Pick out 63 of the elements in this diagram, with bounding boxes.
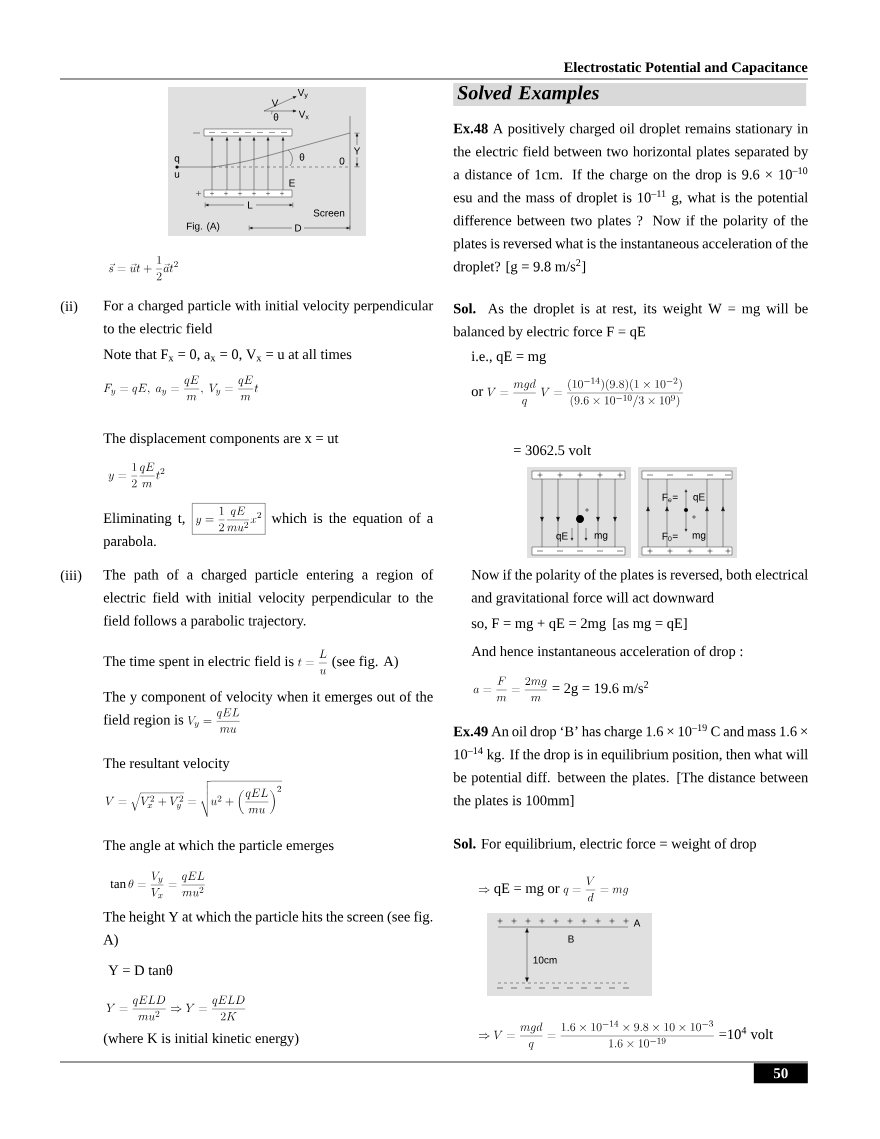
formula: $\tan\theta = \frac{V_{y}}{V_{x}} = \frac{qEL}{mu^{2}}$ xyxy=(110,871,205,899)
text-line: (where K is initial kinetic energy) xyxy=(103,1032,299,1047)
figure-label: q xyxy=(174,156,180,164)
formula: $\vec{s} = \vec{u}t + \frac{1}{2}\vec{a}t^{2}$ xyxy=(108,255,178,281)
figure-label: qE xyxy=(693,493,705,503)
formula-line: $\Rightarrow V = \frac{mgd}{q} = \frac{1.6\times10^{-14}\times9.8\times10\times10^{-3}}{1.6\times10^{-19}}$ =10$^{4}$ volt xyxy=(478,1020,774,1050)
formula: $F_{y} = qE,\ a_{y} = \frac{qE}{m},\ V_{y} = \frac{qE}{m}t$ xyxy=(103,375,259,401)
text-line: The time spent in electric field is $t = \frac{L}{u}$ (see fig. A) xyxy=(103,649,398,675)
figure-label: V xyxy=(271,99,279,107)
figure-label: F$_{0}$= xyxy=(662,532,678,542)
figure-label: qE xyxy=(556,532,568,542)
figure-label: A xyxy=(633,919,641,927)
section-heading: Solved Examples xyxy=(453,83,807,106)
figure-label: mg xyxy=(692,533,706,541)
formula-line: $\Rightarrow$ qE = mg or $q = \frac{V}{d} = mg$ xyxy=(478,876,629,902)
figure-label: B xyxy=(568,935,574,943)
figure-label: V$_{x}$ xyxy=(298,110,309,120)
figure-label: 0 xyxy=(339,157,345,165)
figure-label: L xyxy=(248,201,253,209)
running-header: Electrostatic Potential and Capacitance xyxy=(563,61,808,76)
formula: $y = \frac{1}{2}\frac{qE}{m}t^{2}$ xyxy=(108,462,165,488)
figure-caption: Fig. (A) xyxy=(186,222,220,232)
paragraph: For a charged particle with initial velocity perpendicular to the electric field xyxy=(103,300,434,334)
formula-line: $a = \frac{F}{m} = \frac{2mg}{m}$ = 2g = 19.6 m/s$^{2}$ xyxy=(473,676,649,702)
figure-label: mg xyxy=(594,533,608,541)
page-number: 50 xyxy=(753,1063,808,1084)
formula: = 3062.5 volt xyxy=(513,444,591,456)
figure-label: Y xyxy=(353,147,361,155)
figure-label: u xyxy=(174,172,180,178)
paragraph: Eliminating t, $y = \frac{1}{2}\frac{qE}{mu^{2}}x^{2}$ which is the equation of a parabola. xyxy=(103,503,433,549)
paragraph: The path of a charged particle entering a region of electric field with initial velocity perpendicular to the field follows a parabolic trajectory. xyxy=(103,569,434,629)
text-line: And hence instantaneous acceleration of drop : xyxy=(471,645,743,660)
figure-label: F$_{e}$= xyxy=(662,493,678,503)
paragraph: The y component of velocity when it emerges out of the field region is $V_{y} = \frac{qEL}{mu}$ xyxy=(103,691,433,733)
text-line: The resultant velocity xyxy=(103,757,230,772)
text-line: Note that F$_{x}$ = 0, a$_{x}$ = 0, V$_{x}$ = u at all times xyxy=(103,348,352,362)
label: or xyxy=(548,886,560,894)
figure-label: θ xyxy=(299,153,305,161)
formula: Y = D tanθ xyxy=(108,964,173,976)
figure-label: D xyxy=(295,224,302,232)
figure-label: E xyxy=(289,179,295,187)
label: $q = \frac{V}{d} = mg$ xyxy=(563,876,629,902)
paragraph: Sol. For equilibrium, electric force = weight of drop xyxy=(454,838,756,852)
text-line: The displacement components are x = ut xyxy=(103,432,339,447)
formula: $V = \sqrt{V_{x}^{2} + V_{y}^{2}} = \sqrt{u^{2} + \left(\frac{qEL}{mu}\right)^{2}}$ xyxy=(105,781,283,817)
list-number: (ii) xyxy=(60,300,78,315)
paragraph: Ex.48 A positively charged oil droplet remains stationary in the electric field between two horizontal plates separated by a distance of 1cm. If the charge on the drop is 9.6 × 10$^{–10}$ esu and the mass of droplet is 10$^{–11}$ g, what is the potential difference between two plates ? Now if the polarity of the plates is reversed what is the instantaneous acceleration of the droplet? [g = 9.8 m/s$^{2}$] xyxy=(453,123,809,275)
formula-line: or $V = \frac{mgd}{q}$ $V = \frac{(10^{-14})(9.8)(1\times10^{-2})}{(9.6\times10^{-10}/3\times10^{9})}$ xyxy=(471,377,683,408)
text-line: The angle at which the particle emerges xyxy=(103,839,334,854)
figure-label: V$_{y}$ xyxy=(297,89,308,99)
formula: $Y = \frac{qELD}{mu^{2}} \Rightarrow Y = \frac{qELD}{2K}$ xyxy=(106,995,246,1021)
formula: so, F = mg + qE = 2mg xyxy=(471,618,606,632)
list-number: (iii) xyxy=(60,569,82,584)
figure-label: θ xyxy=(273,113,279,121)
label: qE = mg xyxy=(494,883,544,897)
formula-box: $y = \frac{1}{2}\frac{qE}{mu^{2}}x^{2}$ xyxy=(191,503,266,535)
formula: i.e., qE = mg xyxy=(471,351,546,365)
label: $\Rightarrow$ xyxy=(478,886,490,894)
figure-label: Screen xyxy=(313,209,345,217)
formula: [as mg = qE] xyxy=(613,617,687,632)
paragraph: The height Y at which the particle hits the screen (see fig. A) xyxy=(103,911,433,948)
paragraph: Ex.49 An oil drop ‘B’ has charge 1.6 × 10$^{–19}$ C and mass 1.6 × 10$^{–14}$ kg. If the drop is in equilibrium position, then what will be potential diff. between the plates. [The distance between the plates is 100mm] xyxy=(453,724,809,809)
figure-label: 10cm xyxy=(533,956,557,964)
